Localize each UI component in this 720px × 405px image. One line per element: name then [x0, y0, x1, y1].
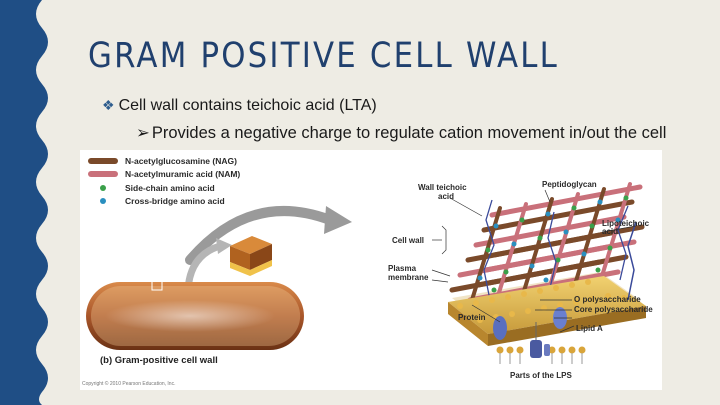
svg-text:Cross-bridge amino acid: Cross-bridge amino acid: [125, 196, 225, 206]
label-protein: Protein: [458, 313, 486, 322]
bacterium-rod-icon: [86, 279, 304, 350]
label-cell-wall: Cell wall: [392, 236, 424, 245]
slide-title: GRAM POSITIVE CELL WALL: [88, 36, 559, 76]
legend-side-chain: Side-chain amino acid: [100, 183, 215, 193]
figure-caption: (b) Gram-positive cell wall: [100, 355, 218, 366]
svg-text:N-acetylglucosamine (NAG): N-acetylglucosamine (NAG): [125, 156, 237, 166]
bullet-cell-wall: ❖Cell wall contains teichoic acid (LTA): [102, 97, 377, 115]
plasma-membrane: [448, 276, 646, 346]
leader-lines: [431, 189, 637, 333]
label-lipid-a: Lipid A: [576, 324, 603, 333]
lipoteichoic-chain-icon: [627, 221, 637, 301]
legend-nam: N-acetylmuramic acid (NAM): [88, 169, 240, 179]
peptidoglycan-lattice: [449, 182, 645, 328]
lps-parts-icon: [496, 322, 586, 364]
label-peptidoglycan: Peptidoglycan: [542, 180, 597, 189]
copyright-text: Copyright © 2010 Pearson Education, Inc.: [82, 380, 175, 387]
label-plasma-membrane-2: membrane: [388, 273, 429, 282]
label-wall-teichoic-2: acid: [438, 192, 454, 201]
svg-text:Side-chain amino acid: Side-chain amino acid: [125, 183, 215, 193]
bullet-text: Cell wall contains teichoic acid (LTA): [118, 97, 377, 114]
sub-bullet-negative-charge: ➢Provides a negative charge to regulate …: [136, 123, 666, 143]
arrow-bullet-icon: ➢: [136, 124, 150, 142]
legend-cross-bridge: Cross-bridge amino acid: [100, 196, 225, 206]
curved-arrow-top-icon: [185, 206, 335, 265]
label-lipoteichoic: Lipoteichoic: [602, 219, 650, 228]
wall-cube-icon: [230, 236, 272, 276]
label-core-polysaccharide: Core polysaccharide: [574, 305, 653, 314]
membrane-protein-icon: [493, 316, 507, 340]
figure-illustration: N-acetylglucosamine (NAG) N-acetylmurami…: [82, 156, 653, 387]
label-o-polysaccharide: O polysaccharide: [574, 295, 641, 304]
diamond-bullet-icon: ❖: [102, 97, 115, 113]
label-plasma-membrane: Plasma: [388, 264, 417, 273]
legend-nag: N-acetylglucosamine (NAG): [88, 156, 237, 166]
legend: N-acetylglucosamine (NAG) N-acetylmurami…: [88, 156, 240, 206]
side-decorative-band: [0, 0, 48, 405]
svg-text:N-acetylmuramic acid (NAM): N-acetylmuramic acid (NAM): [125, 169, 240, 179]
label-wall-teichoic: Wall teichoic: [418, 183, 467, 192]
label-parts-of-lps: Parts of the LPS: [510, 371, 572, 380]
label-lipoteichoic-2: acid: [602, 227, 618, 236]
gram-positive-wall-figure: N-acetylglucosamine (NAG) N-acetylmurami…: [80, 150, 662, 390]
sub-bullet-text: Provides a negative charge to regulate c…: [151, 124, 667, 142]
